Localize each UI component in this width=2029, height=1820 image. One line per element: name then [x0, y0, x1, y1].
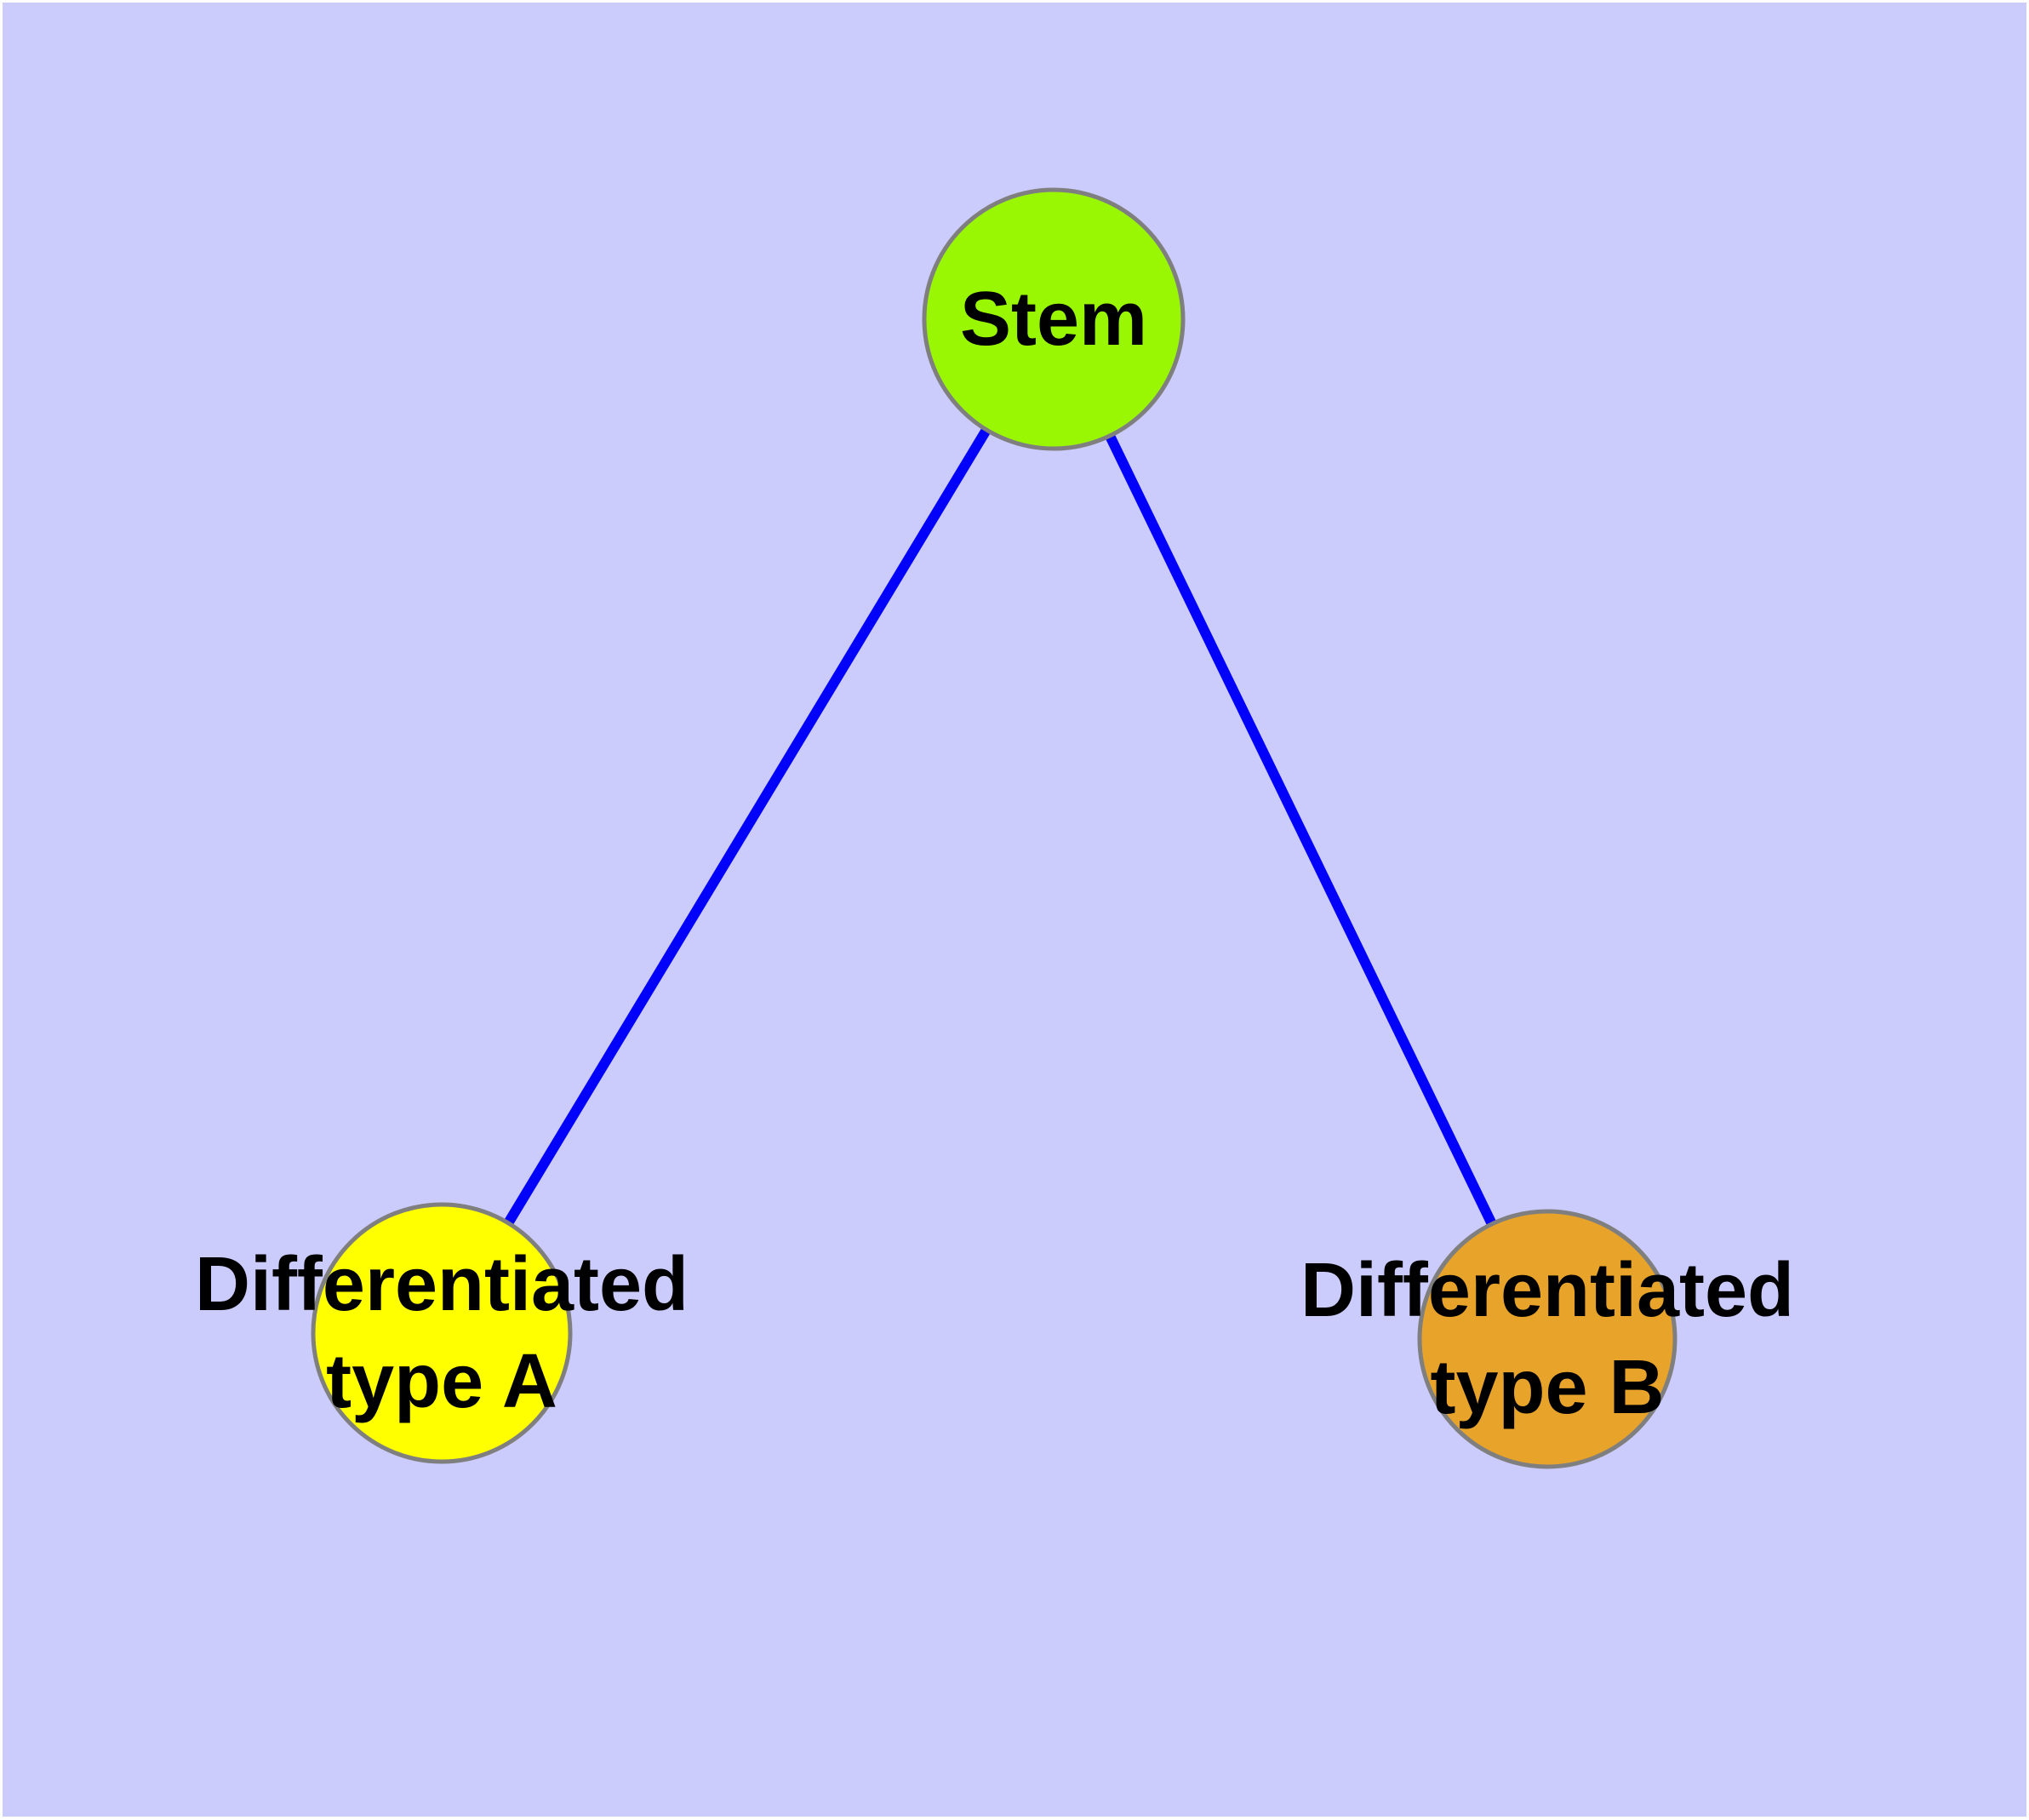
node-differentiated-type-b-label-line2: type B [1430, 1345, 1664, 1430]
node-stem-label: Stem [960, 277, 1147, 362]
node-stem [922, 187, 1186, 451]
node-differentiated-type-a-label-line2: type A [326, 1339, 557, 1424]
node-differentiated-type-a-label-line1: Differentiated [195, 1242, 689, 1327]
edge-stem-to-differentiated-type-b [1105, 433, 1497, 1227]
node-differentiated-type-a [311, 1202, 573, 1464]
edge-stem-to-differentiated-type-a [503, 426, 992, 1227]
node-differentiated-type-b-label-line1: Differentiated [1300, 1248, 1794, 1333]
node-differentiated-type-b [1417, 1209, 1677, 1469]
